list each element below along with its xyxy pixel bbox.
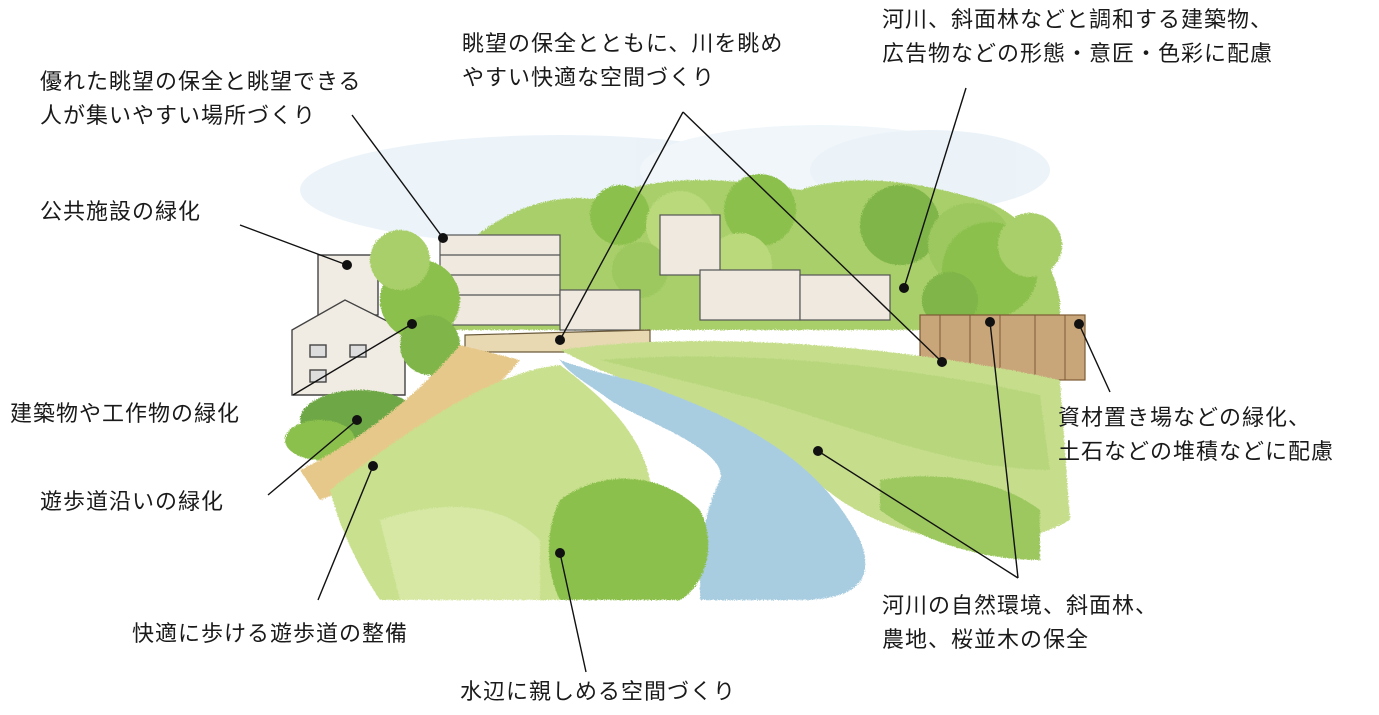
label-public-facility: 公共施設の緑化 <box>40 200 202 225</box>
dot-nature-river <box>813 446 823 456</box>
label-waterside-space: 水辺に親しめる空間づくり <box>460 680 737 705</box>
right-trees <box>922 213 1062 328</box>
label-promenade-greening: 遊歩道沿いの緑化 <box>40 490 225 515</box>
foreground-grass <box>330 365 1040 600</box>
dot-nature-tree <box>985 317 995 327</box>
dot-river-view-bank <box>937 357 947 367</box>
label-promenade-improve: 快適に歩ける遊歩道の整備 <box>132 622 409 647</box>
dot-public-facility <box>342 260 352 270</box>
label-nature-conservation: 河川の自然環境、斜面林、 農地、桜並木の保全 <box>882 594 1159 653</box>
left-trees <box>285 230 460 460</box>
label-storage-greening: 資材置き場などの緑化、 土石などの堆積などに配慮 <box>1058 406 1335 465</box>
dot-view-gathering <box>438 233 448 243</box>
label-building-greening: 建築物や工作物の緑化 <box>10 402 241 427</box>
leader-dots <box>342 233 1084 558</box>
dot-building-greening <box>407 319 417 329</box>
dot-promenade-greening <box>352 415 362 425</box>
label-view-gathering: 優れた眺望の保全と眺望できる 人が集いやすい場所づくり <box>40 70 362 129</box>
dot-building-harmony <box>899 283 909 293</box>
label-building-harmony: 河川、斜面林などと調和する建築物、 広告物などの形態・意匠・色彩に配慮 <box>882 8 1274 67</box>
dot-promenade-improve <box>368 461 378 471</box>
dot-storage-greening <box>1074 319 1084 329</box>
leader-lines <box>239 87 1111 673</box>
dot-river-view-bridge <box>555 335 565 345</box>
dot-waterside-space <box>555 548 565 558</box>
label-river-view-space: 眺望の保全とともに、川を眺め やすい快適な空間づくり <box>462 32 784 91</box>
promenade-path <box>300 345 520 500</box>
mid-buildings <box>439 214 891 331</box>
